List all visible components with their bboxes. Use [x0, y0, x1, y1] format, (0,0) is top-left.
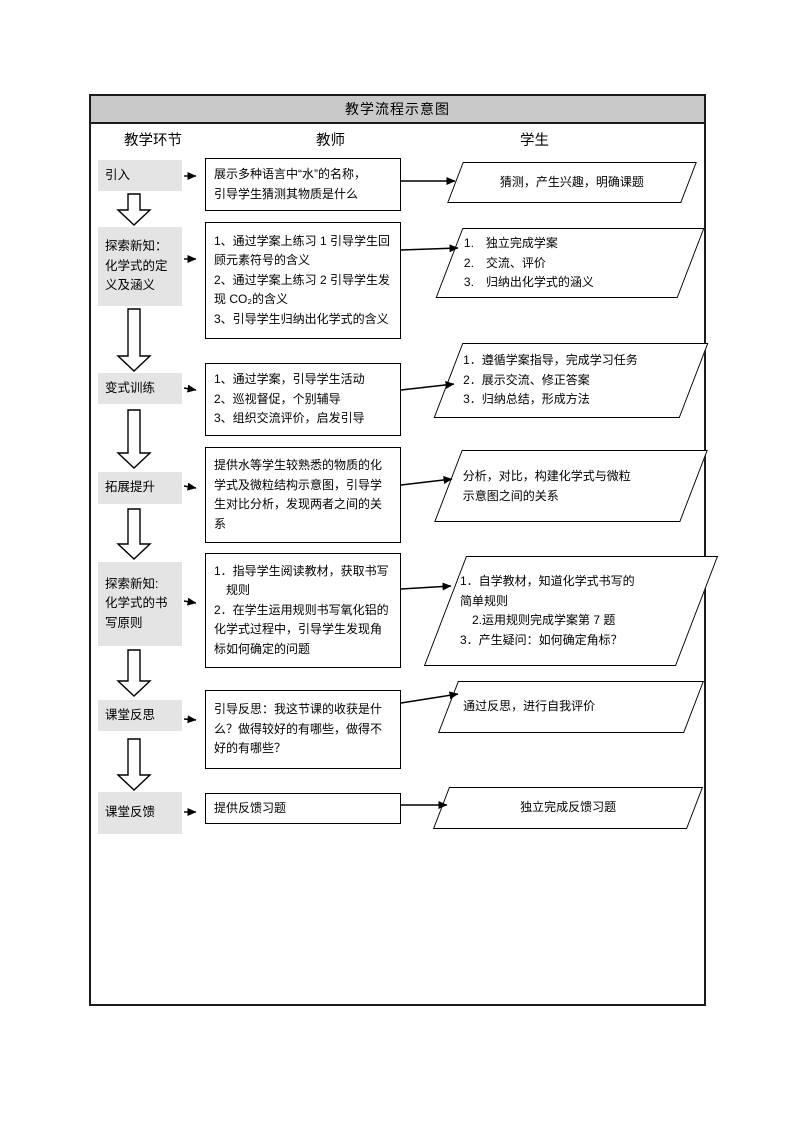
stage-box-variant-training: 变式训练 — [98, 373, 182, 404]
student-activity-parallelogram-3: 1．遵循学案指导，完成学习任务 2．展示交流、修正答案 3．归纳总结，形成方法 — [433, 343, 709, 418]
student-activity-text: 1．遵循学案指导，完成学习任务 2．展示交流、修正答案 3．归纳总结，形成方法 — [463, 353, 638, 407]
stage-box-class-feedback: 课堂反馈 — [98, 792, 182, 834]
teacher-activity-text: 提供反馈习题 — [214, 800, 287, 815]
teacher-activity-box-4: 提供水等学生较熟悉的物质的化 学式及微粒结构示意图，引导学 生对比分析，发现两者… — [205, 447, 401, 543]
student-activity-parallelogram-1: 猜测，产生兴趣，明确课题 — [447, 162, 697, 203]
stage-label: 探索新知: 化学式的书 写原则 — [105, 576, 168, 630]
stage-label: 拓展提升 — [105, 480, 156, 495]
student-activity-parallelogram-5: 1．自学教材，知道化学式书写的 简单规则 2.运用规则完成学案第 7 题 3．产… — [423, 556, 719, 666]
student-activity-text: 通过反思，进行自我评价 — [463, 699, 596, 714]
student-activity-parallelogram-7: 独立完成反馈习题 — [432, 787, 704, 829]
teacher-activity-box-5: 1．指导学生阅读教材，获取书写 规则 2．在学生运用规则书写氧化铝的 化学式过程… — [205, 553, 401, 668]
stage-box-intro: 引入 — [98, 160, 182, 191]
stage-box-class-reflection: 课堂反思 — [98, 700, 182, 731]
column-header-student: 学生 — [520, 133, 549, 149]
student-activity-parallelogram-6: 通过反思，进行自我评价 — [438, 681, 704, 733]
stage-label: 课堂反馈 — [105, 805, 156, 820]
student-activity-text: 猜测，产生兴趣，明确课题 — [499, 174, 644, 189]
teacher-activity-text: 展示多种语言中“水”的名称， 引导学生猜测其物质是什么 — [214, 167, 366, 201]
student-activity-parallelogram-2: 1. 独立完成学案 2. 交流、评价 3. 归纳出化学式的涵义 — [435, 228, 705, 298]
stage-box-explore-definition: 探索新知： 化学式的定 义及涵义 — [98, 227, 182, 306]
stage-label: 探索新知： 化学式的定 义及涵义 — [105, 239, 168, 293]
teacher-activity-box-2: 1、通过学案上练习 1 引导学生回 顾元素符号的含义 2、通过学案上练习 2 引… — [205, 222, 401, 339]
teacher-activity-text: 提供水等学生较熟悉的物质的化 学式及微粒结构示意图，引导学 生对比分析，发现两者… — [214, 458, 383, 531]
stage-label: 变式训练 — [105, 380, 156, 395]
teacher-activity-text: 1、通过学案，引导学生活动 2、巡视督促，个别辅导 3、组织交流评价，启发引导 — [214, 372, 365, 426]
student-activity-text: 独立完成反馈习题 — [519, 800, 616, 815]
teacher-activity-text: 1．指导学生阅读教材，获取书写 规则 2．在学生运用规则书写氧化铝的 化学式过程… — [214, 563, 389, 656]
stage-label: 课堂反思 — [105, 707, 156, 722]
teacher-activity-box-1: 展示多种语言中“水”的名称， 引导学生猜测其物质是什么 — [205, 158, 401, 211]
stage-box-extension: 拓展提升 — [98, 472, 182, 504]
student-activity-parallelogram-4: 分析，对比，构建化学式与微粒 示意图之间的关系 — [434, 450, 708, 522]
teacher-activity-box-3: 1、通过学案，引导学生活动 2、巡视督促，个别辅导 3、组织交流评价，启发引导 — [205, 363, 401, 436]
teacher-activity-box-6: 引导反思：我这节课的收获是什 么？做得较好的有哪些，做得不 好的有哪些？ — [205, 690, 401, 769]
stage-label: 引入 — [105, 167, 131, 182]
student-activity-text: 分析，对比，构建化学式与微粒 示意图之间的关系 — [463, 468, 632, 503]
student-activity-text: 1. 独立完成学案 2. 交流、评价 3. 归纳出化学式的涵义 — [464, 235, 595, 289]
teacher-activity-text: 1、通过学案上练习 1 引导学生回 顾元素符号的含义 2、通过学案上练习 2 引… — [214, 233, 391, 326]
column-header-teacher: 教师 — [316, 133, 345, 149]
teacher-activity-box-7: 提供反馈习题 — [205, 793, 401, 824]
stage-box-explore-writing-rules: 探索新知: 化学式的书 写原则 — [98, 562, 182, 646]
diagram-title: 教学流程示意图 — [89, 94, 706, 124]
column-header-stage: 教学环节 — [124, 133, 182, 149]
student-activity-text: 1．自学教材，知道化学式书写的 简单规则 2.运用规则完成学案第 7 题 3．产… — [460, 574, 635, 647]
teacher-activity-text: 引导反思：我这节课的收获是什 么？做得较好的有哪些，做得不 好的有哪些？ — [214, 702, 383, 756]
